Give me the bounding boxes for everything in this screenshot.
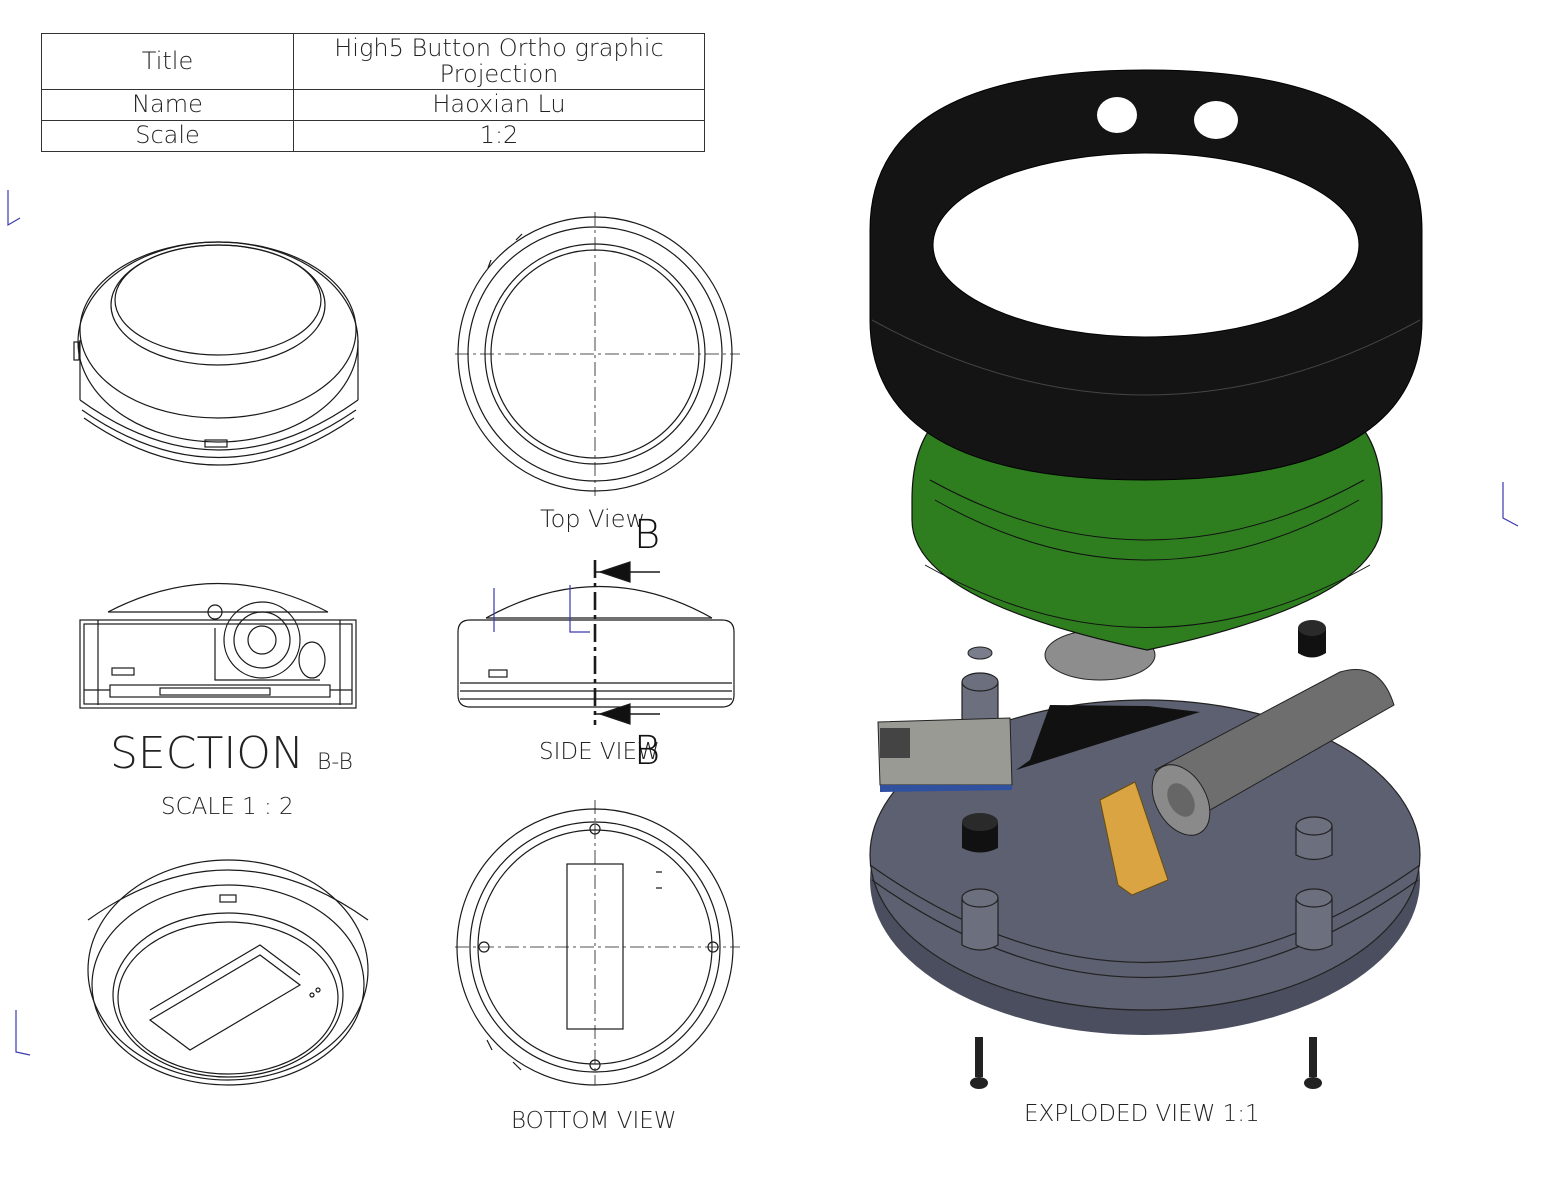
- battery-clip: [1099, 781, 1169, 896]
- black-ring: [869, 69, 1423, 481]
- axis-triad-icon: [7, 190, 1519, 1056]
- side-view-label: SIDE VIEW: [539, 739, 660, 765]
- title-value: High5 Button Ortho graphic Projection: [293, 33, 705, 90]
- exploded-view-label: EXPLODED VIEW 1:1: [1024, 1101, 1260, 1127]
- section-title: SECTION: [110, 728, 304, 779]
- section-view-drawing: [79, 582, 357, 709]
- scale-label: Scale: [41, 120, 294, 152]
- iso-bottom-drawing: [87, 859, 369, 1086]
- section-id: B-B: [317, 750, 353, 775]
- section-scale: SCALE 1 : 2: [161, 794, 294, 820]
- name-label: Name: [41, 89, 294, 121]
- iso-top-drawing: [73, 241, 359, 466]
- title-label: Title: [41, 33, 294, 90]
- battery: [1151, 668, 1395, 836]
- gasket: [1016, 705, 1200, 770]
- side-view-drawing: [457, 560, 735, 725]
- name-value: Haoxian Lu: [293, 89, 705, 121]
- scale-value: 1:2: [293, 120, 705, 152]
- screws: [970, 1037, 1322, 1089]
- top-view-label: Top View: [540, 505, 646, 533]
- top-view-drawing: [455, 212, 740, 496]
- title-block: Title High5 Button Ortho graphic Project…: [41, 33, 705, 152]
- section-marker-top: B: [634, 512, 661, 558]
- section-marker-bottom: B: [634, 728, 661, 774]
- pcb-board: [877, 717, 1013, 792]
- bottom-view-label: BOTTOM VIEW: [511, 1108, 677, 1134]
- bottom-view-drawing: [455, 800, 740, 1086]
- exploded-view-drawing: [869, 69, 1423, 1089]
